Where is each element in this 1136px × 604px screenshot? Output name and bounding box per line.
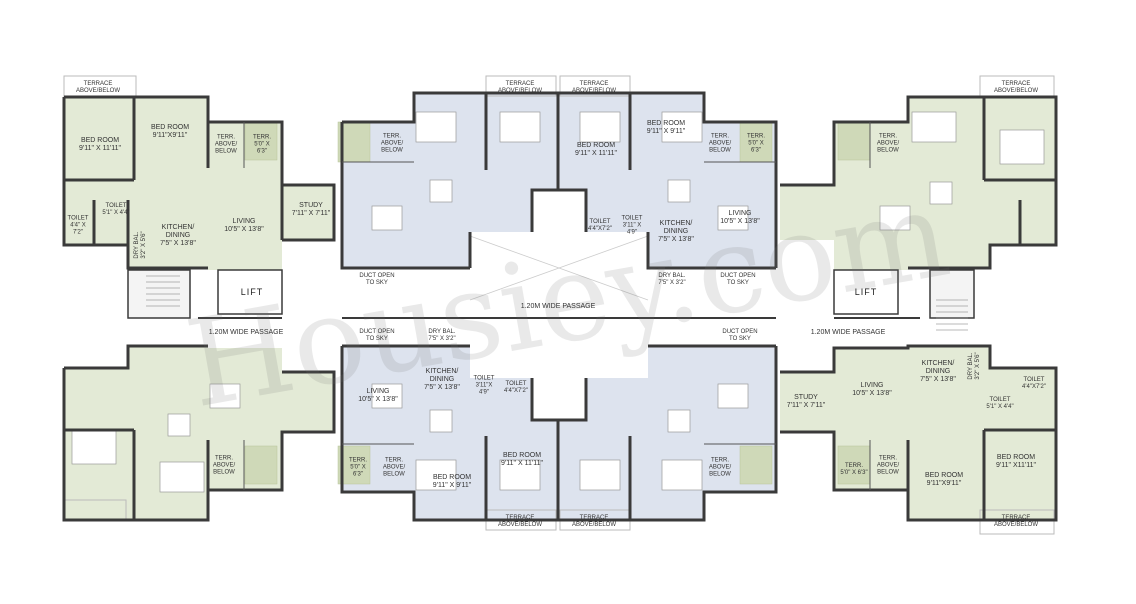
unit-bottom-center-left: [342, 346, 558, 520]
furniture: [71, 111, 1045, 493]
thin-partitions: [243, 122, 871, 490]
stair-treads: [146, 275, 968, 331]
walls: [62, 91, 1058, 522]
unit-bottom-center-right: [558, 346, 776, 520]
